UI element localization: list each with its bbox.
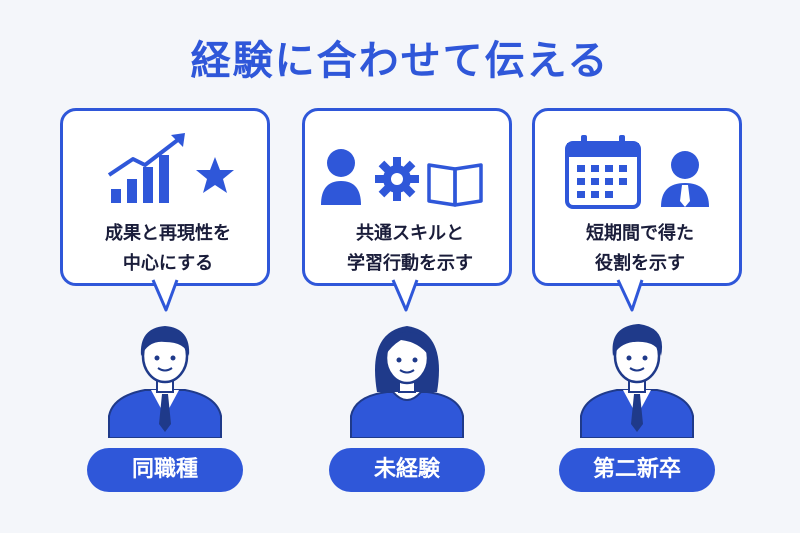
column-second-graduate: 短期間で得た 役割を示す 第二新卒 bbox=[532, 108, 748, 508]
column-no-experience: 共通スキルと 学習行動を示す 未経験 bbox=[302, 108, 518, 508]
calendar-icon bbox=[565, 135, 641, 209]
star-icon bbox=[196, 157, 234, 193]
person-icon bbox=[321, 149, 361, 205]
bubble-text: 短期間で得た 役割を示す bbox=[586, 223, 694, 274]
young-businessman-avatar bbox=[580, 324, 694, 438]
bubble-text: 共通スキルと 学習行動を示す bbox=[347, 223, 473, 274]
businessman-avatar bbox=[108, 326, 222, 438]
bubble-icons bbox=[565, 135, 709, 209]
bar-chart-up-icon bbox=[107, 133, 185, 203]
bubble-icons bbox=[107, 133, 234, 203]
bubble-text: 成果と再現性を 中心にする bbox=[105, 223, 231, 274]
bubble-tail bbox=[151, 277, 179, 312]
speech-bubble: 短期間で得た 役割を示す bbox=[532, 108, 742, 286]
bubble-tail bbox=[616, 277, 644, 312]
page-title: 経験に合わせて伝える bbox=[190, 38, 610, 84]
speech-bubble: 共通スキルと 学習行動を示す bbox=[302, 108, 512, 286]
label-same-job: 同職種 bbox=[87, 448, 243, 492]
open-book-icon bbox=[427, 163, 483, 207]
label-no-experience: 未経験 bbox=[329, 448, 485, 492]
woman-avatar bbox=[350, 326, 464, 438]
person-tie-icon bbox=[661, 151, 709, 207]
column-same-job: 成果と再現性を 中心にする 同職種 bbox=[60, 108, 276, 508]
gear-icon bbox=[375, 157, 419, 201]
label-second-graduate: 第二新卒 bbox=[559, 448, 715, 492]
bubble-icons bbox=[321, 149, 483, 207]
speech-bubble: 成果と再現性を 中心にする bbox=[60, 108, 270, 286]
bubble-tail bbox=[391, 277, 419, 312]
